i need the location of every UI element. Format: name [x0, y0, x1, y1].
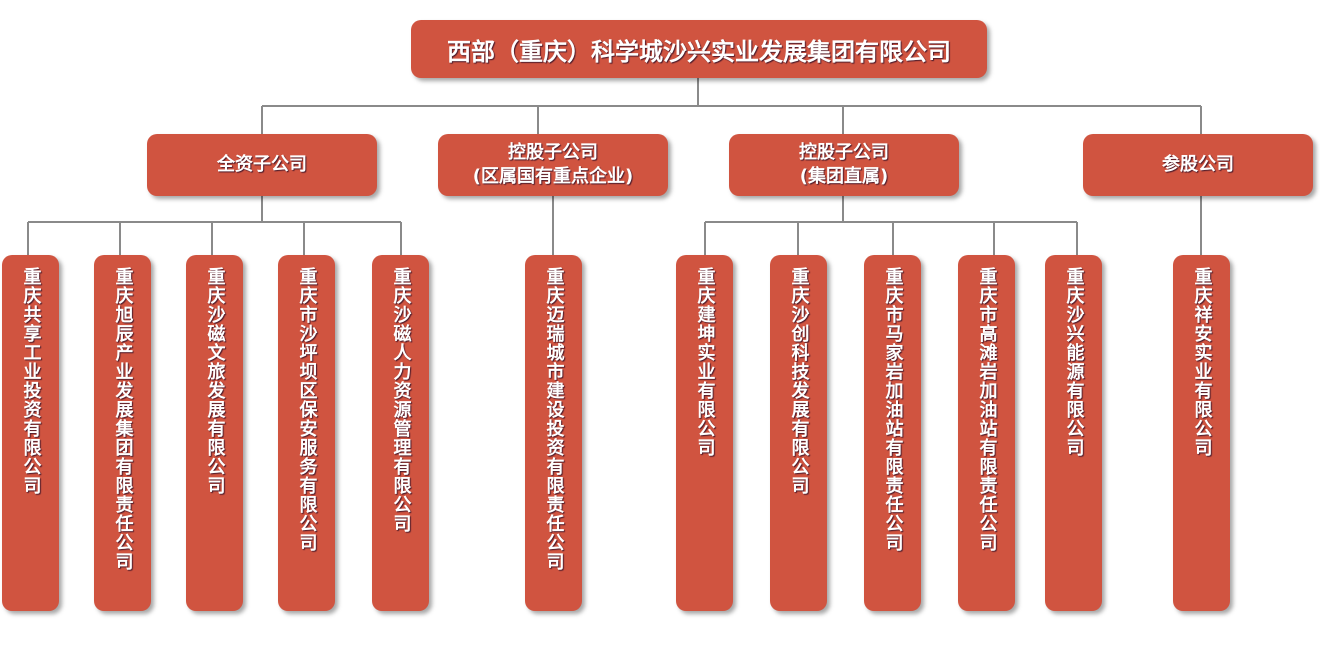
category-sublabel: (集团直属)	[799, 166, 889, 187]
company-box: 重庆沙创科技发展有限公司	[770, 255, 827, 611]
root-company-label: 西部（重庆）科学城沙兴实业发展集团有限公司	[447, 37, 951, 66]
company-name: 重庆旭辰产业发展集团有限责任公司	[112, 267, 134, 571]
root-company: 西部（重庆）科学城沙兴实业发展集团有限公司	[411, 20, 987, 78]
company-box: 重庆沙兴能源有限公司	[1045, 255, 1102, 611]
company-box: 重庆市马家岩加油站有限责任公司	[864, 255, 921, 611]
category-wholly-owned: 全资子公司	[147, 134, 377, 196]
company-box: 重庆旭辰产业发展集团有限责任公司	[94, 255, 151, 611]
company-name: 重庆沙磁人力资源管理有限公司	[390, 267, 412, 533]
category-label: 全资子公司	[217, 154, 307, 175]
category-holding-group: 控股子公司 (集团直属)	[729, 134, 959, 196]
company-box: 重庆建坤实业有限公司	[676, 255, 733, 611]
company-name: 重庆建坤实业有限公司	[694, 267, 716, 457]
company-box: 重庆沙磁人力资源管理有限公司	[372, 255, 429, 611]
company-name: 重庆沙创科技发展有限公司	[788, 267, 810, 495]
company-box: 重庆市沙坪坝区保安服务有限公司	[278, 255, 335, 611]
company-name: 重庆市高滩岩加油站有限责任公司	[976, 267, 998, 552]
company-box: 重庆共享工业投资有限公司	[2, 255, 59, 611]
category-label: 参股公司	[1162, 154, 1234, 175]
company-box: 重庆祥安实业有限公司	[1173, 255, 1230, 611]
category-equity-participation: 参股公司	[1083, 134, 1313, 196]
category-label: 控股子公司	[799, 142, 889, 163]
company-name: 重庆沙兴能源有限公司	[1063, 267, 1085, 457]
company-box: 重庆迈瑞城市建设投资有限责任公司	[525, 255, 582, 611]
company-name: 重庆沙磁文旅发展有限公司	[204, 267, 226, 495]
company-name: 重庆共享工业投资有限公司	[20, 267, 42, 495]
company-name: 重庆祥安实业有限公司	[1191, 267, 1213, 457]
company-name: 重庆市马家岩加油站有限责任公司	[882, 267, 904, 552]
category-label: 控股子公司	[508, 142, 598, 163]
category-holding-district: 控股子公司 (区属国有重点企业)	[438, 134, 668, 196]
company-box: 重庆沙磁文旅发展有限公司	[186, 255, 243, 611]
category-sublabel: (区属国有重点企业)	[472, 166, 634, 187]
company-box: 重庆市高滩岩加油站有限责任公司	[958, 255, 1015, 611]
company-name: 重庆迈瑞城市建设投资有限责任公司	[543, 267, 565, 571]
company-name: 重庆市沙坪坝区保安服务有限公司	[296, 267, 318, 552]
